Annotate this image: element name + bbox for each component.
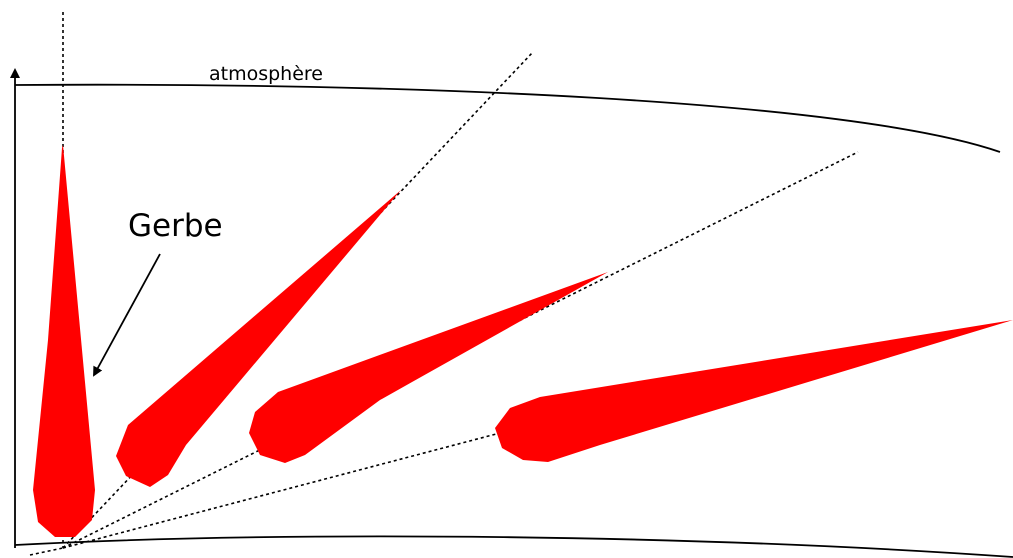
- dotted-ground-tick: [29, 547, 64, 556]
- shower-pointer-arrow: [93, 253, 161, 377]
- atmosphere-boundary: [14, 83, 1001, 153]
- shower-vertical: [33, 145, 95, 537]
- atmosphere-label: atmosphère: [209, 63, 323, 85]
- ground-surface: [14, 535, 1013, 558]
- shower-label: Gerbe: [128, 208, 223, 244]
- shower-inclined-2: [249, 272, 608, 463]
- shower-inclined-3: [495, 320, 1013, 462]
- shower-inclined-1: [116, 190, 401, 487]
